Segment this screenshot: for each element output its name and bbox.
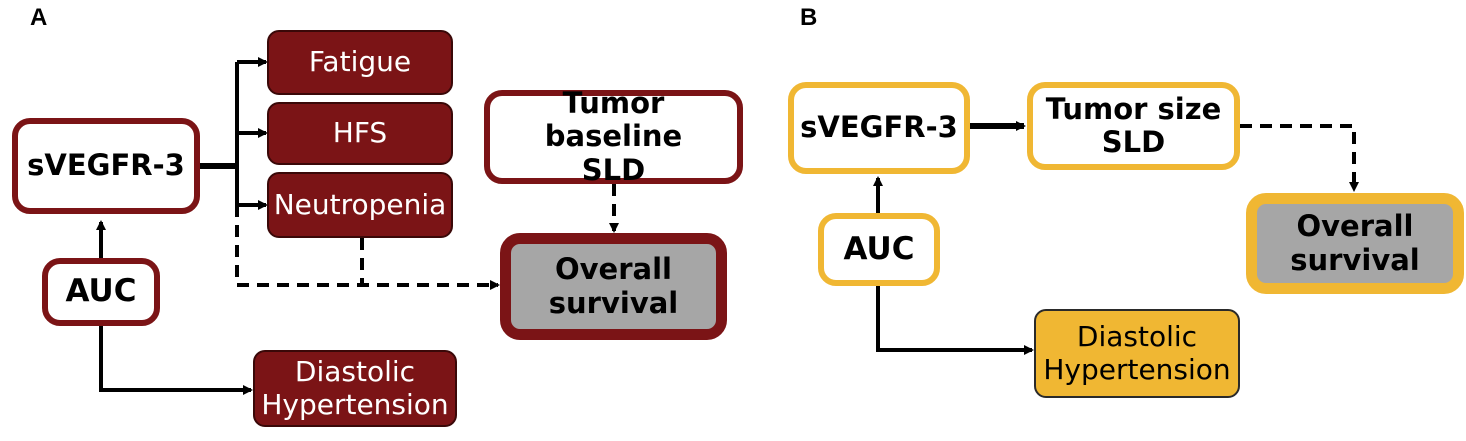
node-svegfr3-a: sVEGFR-3: [12, 118, 200, 214]
node-diastolic-b-line2: Hypertension: [1043, 352, 1231, 386]
node-svegfr3-b: sVEGFR-3: [788, 82, 970, 174]
node-diastolic-a-line1: Diastolic: [294, 355, 416, 389]
node-survival-a-line2: survival: [548, 285, 679, 320]
node-auc-b: AUC: [818, 213, 940, 286]
node-hfs-label: HFS: [332, 116, 388, 150]
node-svegfr3-b-label: sVEGFR-3: [800, 110, 958, 145]
node-diastolic-b-line1: Diastolic: [1076, 320, 1198, 354]
node-fatigue-label: Fatigue: [308, 45, 412, 79]
node-diastolic-a: Diastolic Hypertension: [253, 350, 457, 427]
node-auc-a-label: AUC: [65, 273, 137, 310]
node-fatigue: Fatigue: [267, 30, 453, 95]
node-survival-a: Overall survival: [500, 233, 727, 340]
arrow-auc-to-diastolic-b: [876, 286, 1034, 355]
node-tumor-baseline-line2: SLD: [581, 152, 646, 187]
node-auc-a: AUC: [42, 258, 160, 326]
node-survival-b: Overall survival: [1246, 193, 1464, 294]
node-survival-a-line1: Overall: [555, 252, 672, 287]
node-tumor-size-line2: SLD: [1101, 125, 1166, 159]
node-tumor-size-line1: Tumor size: [1045, 91, 1222, 126]
node-tumor-baseline-line1: Tumor baseline: [544, 85, 683, 154]
node-neutropenia: Neutropenia: [267, 172, 453, 238]
node-hfs: HFS: [267, 102, 453, 165]
node-survival-b-line1: Overall: [1296, 209, 1414, 244]
node-tumor-baseline: Tumor baseline SLD: [484, 85, 743, 187]
dashed-tumor-to-survival-b: [1240, 124, 1359, 192]
node-survival-b-line2: survival: [1290, 242, 1420, 277]
node-svegfr3-a-label: sVEGFR-3: [27, 148, 185, 183]
panel-b-label: B: [800, 4, 818, 31]
node-auc-b-label: AUC: [843, 230, 915, 267]
panel-a-label: A: [30, 4, 48, 31]
node-tumor-size: Tumor size SLD: [1027, 82, 1240, 170]
node-neutropenia-label: Neutropenia: [273, 187, 447, 221]
arrow-auc-to-diastolic-a: [99, 326, 253, 395]
node-diastolic-b: Diastolic Hypertension: [1034, 309, 1240, 398]
node-diastolic-a-line2: Hypertension: [261, 387, 449, 421]
